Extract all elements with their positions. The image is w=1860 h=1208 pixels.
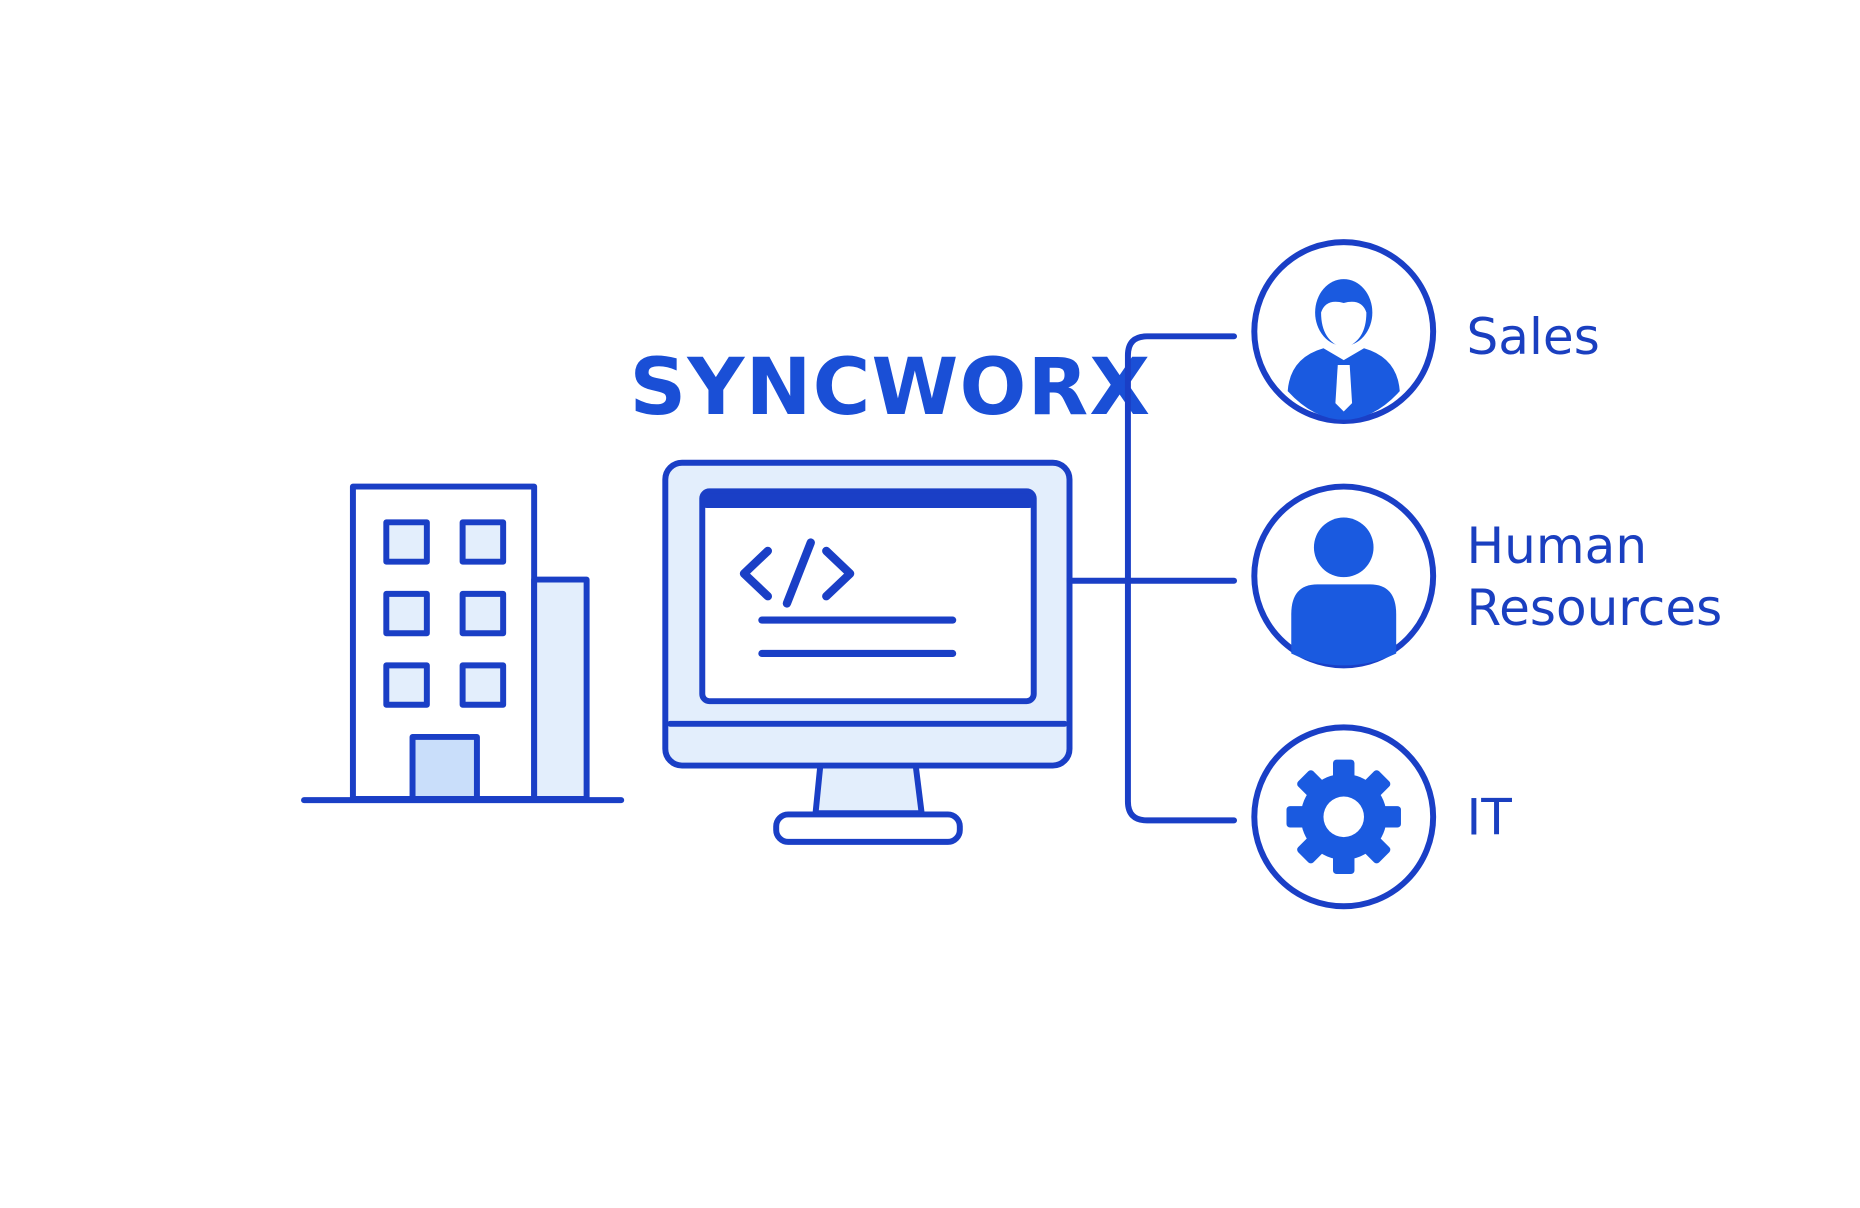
department-label-line1: Human bbox=[1467, 517, 1648, 575]
businessman-icon bbox=[1287, 279, 1400, 420]
department-sales: Sales bbox=[1251, 239, 1600, 424]
gear-icon bbox=[1286, 759, 1401, 875]
monitor-code-icon bbox=[662, 459, 1073, 845]
department-label-line2: Resources bbox=[1467, 579, 1723, 637]
brand-title: SYNCWORX bbox=[630, 341, 1152, 433]
department-label: Sales bbox=[1467, 308, 1600, 366]
department-it: IT bbox=[1251, 724, 1513, 910]
office-building-icon bbox=[301, 483, 625, 804]
department-label: IT bbox=[1467, 789, 1513, 847]
connector-lines bbox=[1066, 333, 1238, 824]
department-human-resources: Human Resources bbox=[1251, 483, 1723, 669]
person-icon bbox=[1291, 517, 1397, 666]
